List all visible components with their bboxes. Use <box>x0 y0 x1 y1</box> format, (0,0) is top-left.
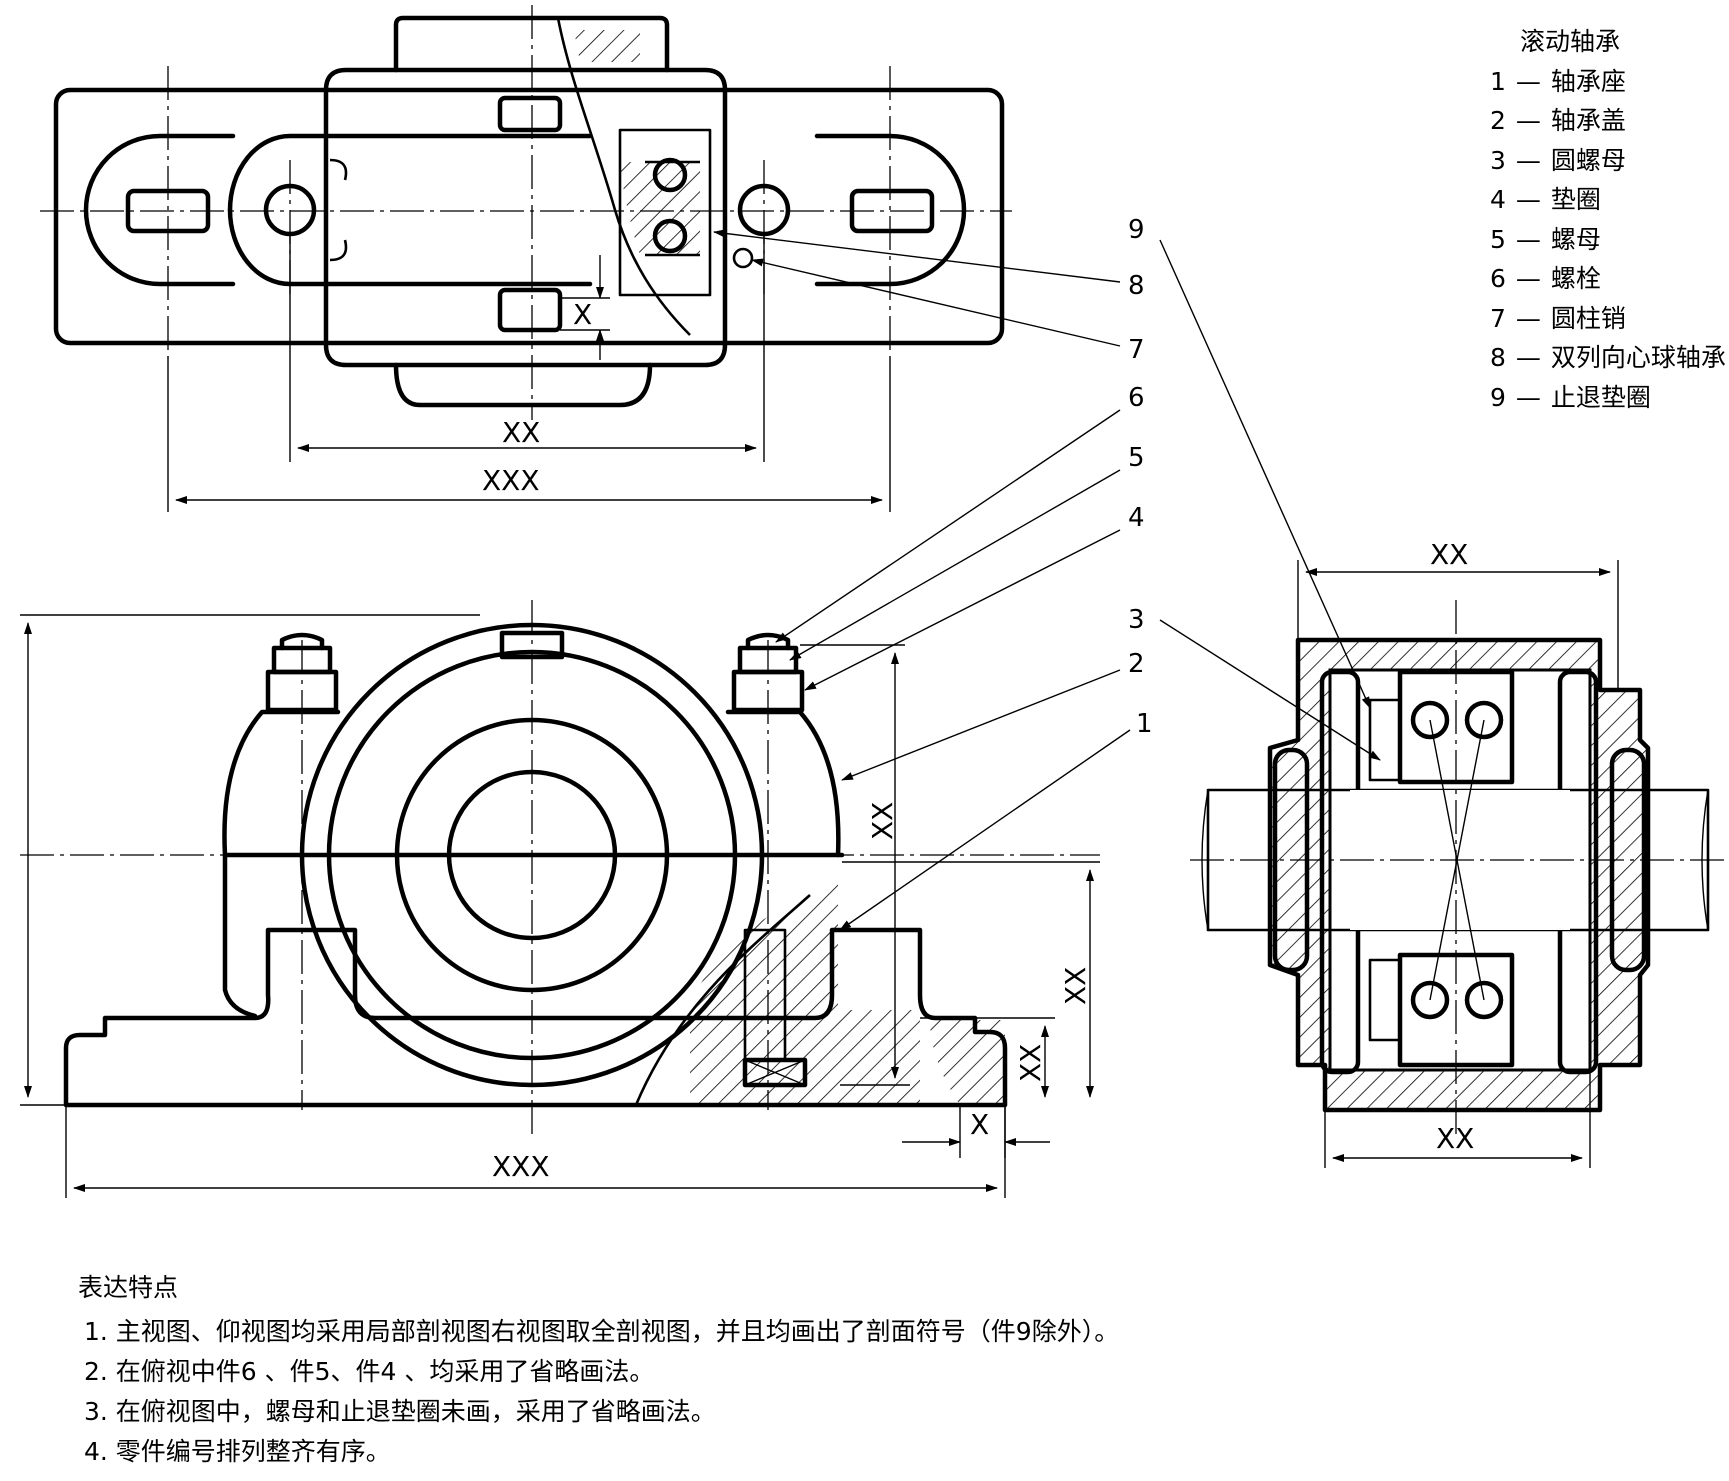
note-item-1: 1. 主视图、仰视图均采用局部剖视图右视图取全剖视图，并且均画出了剖面符号（件9… <box>84 1317 1120 1346</box>
legend-item-name: 止退垫圈 <box>1550 382 1651 412</box>
legend-item-number: 3 <box>1490 145 1506 175</box>
dim-top-slot: X <box>573 298 592 331</box>
legend-item: 8 — 双列向心球轴承 <box>1490 338 1726 378</box>
legend-item: 6 — 螺栓 <box>1490 259 1726 299</box>
label-part-7: 7 <box>1128 335 1145 365</box>
dim-side-bottom-width: XX <box>1436 1122 1474 1155</box>
legend-item-name: 圆螺母 <box>1550 145 1626 175</box>
legend-item-name: 螺母 <box>1550 224 1601 254</box>
legend-item-dash: — <box>1515 185 1541 214</box>
label-part-1: 1 <box>1136 709 1153 739</box>
dim-top-outer: XXX <box>482 464 540 497</box>
side-view: XX XX 9 3 <box>1128 215 1725 1168</box>
notes-title: 表达特点 <box>78 1273 179 1302</box>
legend-item-name: 螺栓 <box>1550 264 1601 293</box>
note-item-2: 2. 在俯视中件6 、件5、件4 、均采用了省略画法。 <box>84 1357 655 1386</box>
legend-item: 9 — 止退垫圈 <box>1490 378 1726 418</box>
legend-item-name: 双列向心球轴承 <box>1550 343 1726 372</box>
legend-item-number: 9 <box>1490 382 1506 412</box>
notes-block: 表达特点 1. 主视图、仰视图均采用局部剖视图右视图取全剖视图，并且均画出了剖面… <box>78 1268 1119 1472</box>
dim-front-height-center: XX <box>1059 967 1092 1005</box>
dim-top-inner: XX <box>502 416 540 449</box>
label-part-3: 3 <box>1128 605 1145 635</box>
label-part-2: 2 <box>1128 649 1145 679</box>
top-view: X XX XXX 8 7 <box>40 5 1145 512</box>
legend-item-name: 轴承盖 <box>1550 106 1626 135</box>
legend-item-dash: — <box>1515 264 1541 293</box>
front-view: XX XX XX X XXX 6 5 4 2 1 <box>20 383 1153 1198</box>
legend-item: 1 — 轴承座 <box>1490 62 1726 102</box>
label-part-9: 9 <box>1128 215 1145 245</box>
legend-item-dash: — <box>1515 343 1541 372</box>
note-item-3: 3. 在俯视图中，螺母和止退垫圈未画，采用了省略画法。 <box>84 1397 716 1426</box>
legend-item-number: 1 <box>1490 66 1506 96</box>
dim-side-top-width: XX <box>1430 538 1468 571</box>
legend-item-number: 2 <box>1490 106 1506 135</box>
dim-front-height-cap: XX <box>866 802 899 840</box>
legend-title: 滚动轴承 <box>1520 27 1621 56</box>
legend-item: 4 — 垫圈 <box>1490 180 1726 220</box>
legend-item-name: 垫圈 <box>1550 185 1601 214</box>
legend-item-number: 4 <box>1490 185 1506 214</box>
label-part-5: 5 <box>1128 443 1145 473</box>
legend-item-number: 8 <box>1490 343 1506 372</box>
legend-item-number: 7 <box>1490 303 1506 333</box>
legend-item-number: 5 <box>1490 224 1506 254</box>
legend-item-dash: — <box>1515 106 1541 135</box>
legend-item: 7 — 圆柱销 <box>1490 299 1726 339</box>
legend-item-dash: — <box>1515 66 1541 96</box>
legend-item-name: 轴承座 <box>1550 66 1626 96</box>
legend-item: 5 — 螺母 <box>1490 220 1726 260</box>
dim-front-base-offset: X <box>970 1108 989 1141</box>
legend-item: 2 — 轴承盖 <box>1490 101 1726 141</box>
note-item-4: 4. 零件编号排列整齐有序。 <box>84 1437 391 1466</box>
label-part-8: 8 <box>1128 271 1145 301</box>
label-part-6: 6 <box>1128 383 1145 413</box>
parts-legend: 滚动轴承 1 — 轴承座 2 — 轴承盖 3 — 圆螺母 4 — 垫圈 5 — 螺母 6 — 螺栓 7 — 圆柱销 8 — 双… <box>1490 22 1726 417</box>
legend-item-dash: — <box>1515 224 1541 254</box>
legend-item-dash: — <box>1515 382 1541 412</box>
legend-item-number: 6 <box>1490 264 1506 293</box>
label-part-4: 4 <box>1128 503 1145 533</box>
legend-item-name: 圆柱销 <box>1550 303 1626 333</box>
legend-item-dash: — <box>1515 303 1541 333</box>
dim-front-base-height: XX <box>1014 1044 1047 1082</box>
legend-item: 3 — 圆螺母 <box>1490 141 1726 181</box>
legend-item-dash: — <box>1515 145 1541 175</box>
dim-front-length: XXX <box>492 1150 550 1183</box>
